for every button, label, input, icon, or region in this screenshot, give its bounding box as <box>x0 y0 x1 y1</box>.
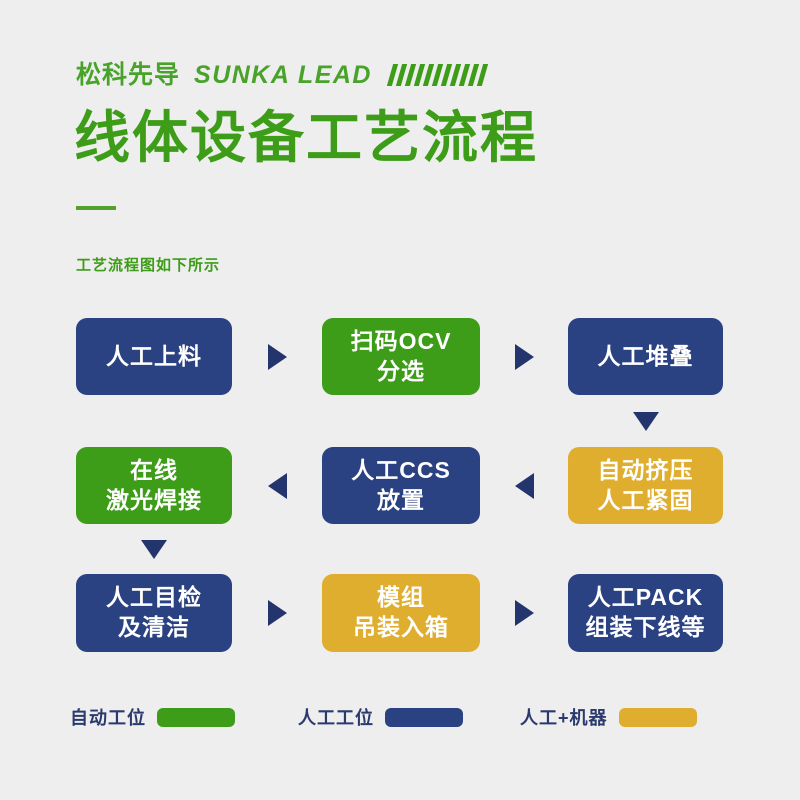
process-node-label-line-1: 自动挤压 <box>597 456 694 483</box>
arrow-down-6-to-7 <box>141 540 167 559</box>
process-node-label-line-2: 吊装入箱 <box>353 614 449 640</box>
process-node-6[interactable]: 在线激光焊接 <box>76 447 232 524</box>
legend-label: 人工工位 <box>298 708 374 728</box>
process-node-9[interactable]: 人工PACK 组装下线等 <box>568 574 723 652</box>
process-node-3[interactable]: 人工堆叠 <box>568 318 723 395</box>
brand-name-cn: 松科先导 <box>76 60 181 89</box>
process-node-label-line-1: 模组 <box>377 584 425 611</box>
process-node-label-line-1: 人工堆叠 <box>597 342 694 369</box>
legend-swatch <box>385 707 463 727</box>
arrow-right-1-to-2 <box>268 343 287 370</box>
process-node-7[interactable]: 人工目检及清洁 <box>76 574 232 652</box>
page-title: 线体设备工艺流程 <box>74 106 538 169</box>
process-node-label-line-2: 及清洁 <box>118 614 190 640</box>
legend-item-1: 自动工位 <box>70 702 235 732</box>
legend-label: 人工+机器 <box>520 708 608 728</box>
arrow-right-7-to-8 <box>268 600 287 626</box>
process-node-label-line-1: 人工PACK <box>587 584 704 611</box>
legend-label: 自动工位 <box>70 708 146 728</box>
process-node-label-line-1: 人工CCS <box>351 456 451 483</box>
arrow-left-5-to-6 <box>268 472 287 499</box>
section-note: 工艺流程图如下所示 <box>76 257 221 274</box>
legend: 自动工位 人工工位 人工+机器 <box>70 702 750 732</box>
legend-swatch <box>618 707 697 727</box>
process-node-1[interactable]: 人工上料 <box>76 318 232 395</box>
process-node-2[interactable]: 扫码OCV 分选 <box>322 318 480 395</box>
process-node-label-line-2: 放置 <box>377 486 425 513</box>
arrow-down-3-to-4 <box>632 412 659 431</box>
process-node-label-line-2: 激光焊接 <box>106 486 202 513</box>
process-node-label-line-1: 人工上料 <box>106 342 202 369</box>
arrow-left-4-to-5 <box>515 472 534 499</box>
process-node-4[interactable]: 自动挤压人工紧固 <box>568 447 723 524</box>
title-divider <box>76 206 116 210</box>
legend-swatch <box>157 707 235 727</box>
process-node-label-line-1: 在线 <box>130 456 178 483</box>
process-node-5[interactable]: 人工CCS 放置 <box>322 447 480 524</box>
legend-item-3: 人工+机器 <box>520 702 697 732</box>
legend-item-2: 人工工位 <box>298 702 463 732</box>
process-node-label-line-2: 分选 <box>377 357 425 384</box>
arrow-right-8-to-9 <box>515 600 534 626</box>
process-node-label-line-2: 组装下线等 <box>585 614 706 640</box>
process-node-label-line-1: 扫码OCV <box>350 327 452 354</box>
process-node-label-line-1: 人工目检 <box>106 584 202 611</box>
brand-name-en: SUNKA LEAD <box>194 60 372 89</box>
process-node-label-line-2: 人工紧固 <box>597 486 694 513</box>
process-node-8[interactable]: 模组吊装入箱 <box>322 574 480 652</box>
arrow-right-2-to-3 <box>515 343 534 370</box>
brand-lockup: 松科先导 SUNKA LEAD <box>76 58 489 92</box>
